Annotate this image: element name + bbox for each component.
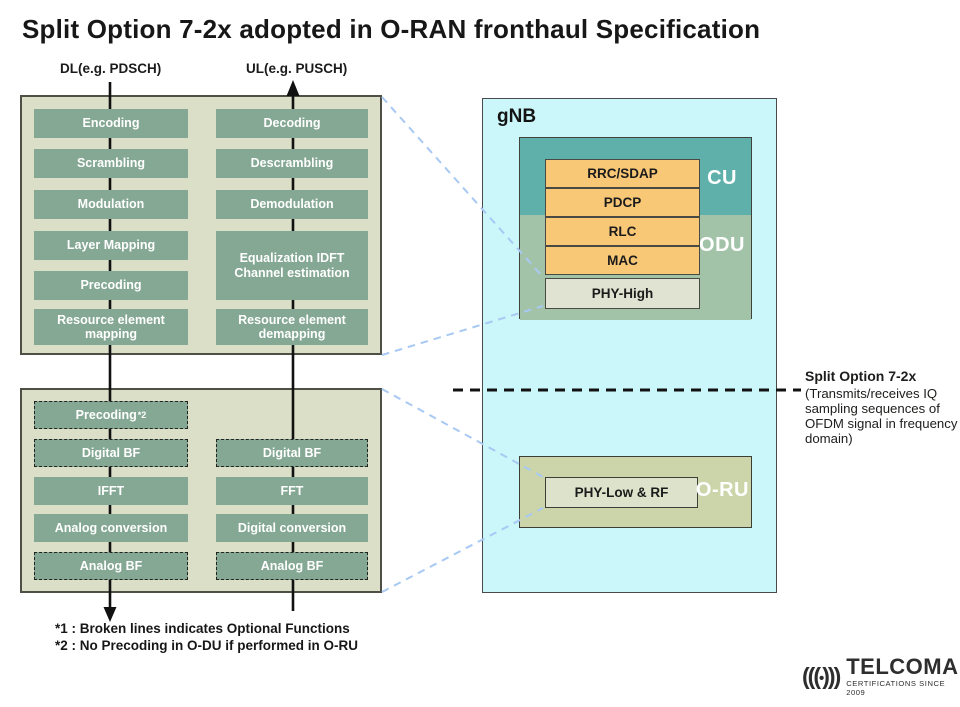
ul-arrowhead-icon	[286, 80, 300, 96]
layer-mac: MAC	[545, 246, 700, 275]
layer-rrc-sdap: RRC/SDAP	[545, 159, 700, 188]
block-precoding-optional: Precoding*2	[34, 401, 188, 429]
block-layer-mapping: Layer Mapping	[34, 231, 188, 260]
block-digital-bf-ul: Digital BF	[216, 439, 368, 467]
dl-flow-label: DL(e.g. PDSCH)	[60, 61, 162, 76]
gnb-box: gNB CU ODU RRC/SDAP PDCP RLC MAC PHY-Hig…	[482, 98, 777, 593]
block-decoding: Decoding	[216, 109, 368, 138]
split-annotation-title: Split Option 7-2x	[805, 368, 917, 384]
footnotes: *1 : Broken lines indicates Optional Fun…	[55, 620, 358, 654]
layer-phy-high: PHY-High	[545, 278, 700, 309]
block-fft: FFT	[216, 477, 368, 505]
signal-waves-icon: (((•)))	[802, 663, 841, 689]
block-analog-conversion: Analog conversion	[34, 514, 188, 542]
split-annotation-desc: (Transmits/receives IQ sampling sequence…	[805, 386, 958, 446]
cu-odu-stack: CU ODU RRC/SDAP PDCP RLC MAC PHY-High	[519, 137, 752, 320]
footnote-1: *1 : Broken lines indicates Optional Fun…	[55, 621, 350, 636]
block-modulation: Modulation	[34, 190, 188, 219]
block-re-mapping: Resource element mapping	[34, 309, 188, 345]
gnb-label: gNB	[497, 106, 537, 127]
block-equalization: Equalization IDFT Channel estimation	[216, 231, 368, 300]
block-digital-bf-dl: Digital BF	[34, 439, 188, 467]
layer-phy-low-rf: PHY-Low & RF	[545, 477, 698, 508]
block-scrambling: Scrambling	[34, 149, 188, 178]
logo-name: TELCOMA	[846, 654, 959, 679]
low-phy-functions-panel: Precoding*2 Digital BF IFFT Analog conve…	[20, 388, 382, 593]
block-re-demapping: Resource element demapping	[216, 309, 368, 345]
block-analog-bf-dl: Analog BF	[34, 552, 188, 580]
ul-flow-label: UL(e.g. PUSCH)	[246, 61, 348, 76]
telcoma-logo: (((•))) TELCOMA CERTIFICATIONS SINCE 200…	[802, 654, 960, 698]
precoding-label: Precoding	[75, 407, 137, 422]
logo-tagline: CERTIFICATIONS SINCE 2009	[846, 679, 946, 697]
block-demodulation: Demodulation	[216, 190, 368, 219]
layer-rlc: RLC	[545, 217, 700, 246]
block-encoding: Encoding	[34, 109, 188, 138]
page-title: Split Option 7-2x adopted in O-RAN front…	[22, 14, 761, 44]
odu-label: ODU	[699, 234, 745, 256]
split-annotation: Split Option 7-2x (Transmits/receives IQ…	[805, 368, 958, 446]
layer-pdcp: PDCP	[545, 188, 700, 217]
block-digital-conversion: Digital conversion	[216, 514, 368, 542]
block-ifft: IFFT	[34, 477, 188, 505]
block-descrambling: Descrambling	[216, 149, 368, 178]
logo-text: TELCOMA CERTIFICATIONS SINCE 2009	[846, 654, 960, 698]
high-phy-functions-panel: Encoding Scrambling Modulation Layer Map…	[20, 95, 382, 355]
cu-label: CU	[707, 167, 737, 189]
oru-label: O-RU	[695, 479, 749, 501]
block-precoding: Precoding	[34, 271, 188, 300]
block-analog-bf-ul: Analog BF	[216, 552, 368, 580]
oru-box: PHY-Low & RF O-RU	[519, 456, 752, 528]
footnote-2: *2 : No Precoding in O-DU if performed i…	[55, 638, 359, 653]
